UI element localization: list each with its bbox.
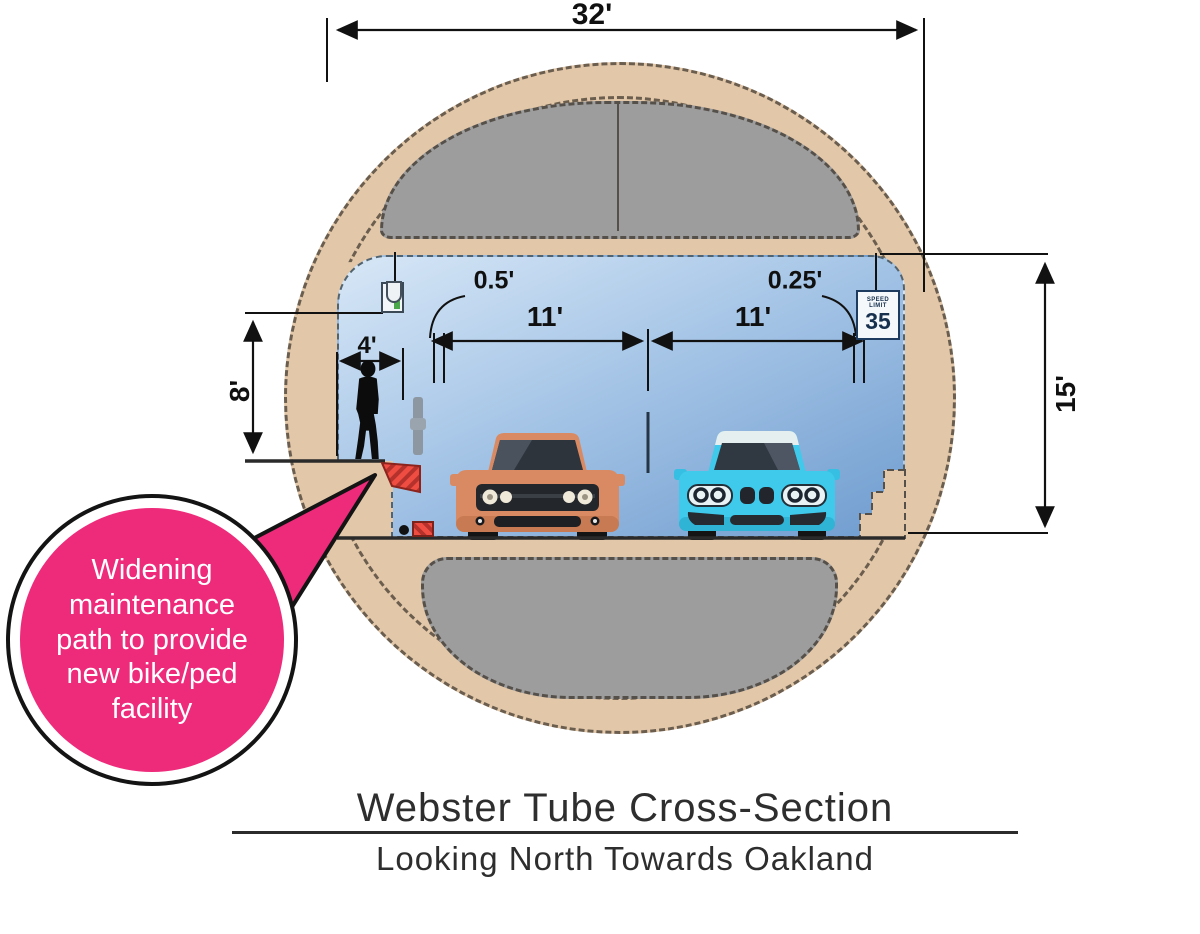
title-divider-line xyxy=(232,831,1018,834)
dim-label-walkway-width: 4' xyxy=(357,332,377,359)
pedestrian-icon xyxy=(355,360,379,460)
blue-car-icon xyxy=(674,431,840,540)
orange-car-icon xyxy=(450,433,625,540)
dim-label-overall-width: 32' xyxy=(571,0,613,31)
dim-label-left-edge-offset: 0.5' xyxy=(473,266,515,295)
speed-limit-value: 35 xyxy=(865,308,891,334)
speed-limit-sign: SPEED LIMIT 35 xyxy=(856,290,900,340)
ceiling-lamp-icon xyxy=(386,281,402,303)
callout-bubble xyxy=(20,508,284,772)
dim-label-right-edge-offset: 0.25' xyxy=(767,266,823,295)
callout-line-1: Widening xyxy=(91,554,213,586)
road-marker-dot xyxy=(399,525,409,535)
callout-line-5: facility xyxy=(111,693,193,726)
callout-line-4: new bike/ped xyxy=(66,658,238,691)
dim-label-tunnel-height: 15' xyxy=(1050,375,1081,413)
speed-limit-word-1: SPEED xyxy=(866,297,890,303)
callout-line-2: maintenance xyxy=(68,588,236,621)
callout-line-3: path to provide xyxy=(56,623,248,656)
diagram-subtitle: Looking North Towards Oakland xyxy=(376,840,874,877)
dim-label-walkway-height: 8' xyxy=(224,379,255,403)
wall-conduit-box xyxy=(410,418,426,430)
signal-green-light xyxy=(394,299,400,309)
diagram-title: Webster Tube Cross-Section xyxy=(356,786,894,830)
walkway-step-edge xyxy=(391,492,395,538)
dim-label-right-lane-width: 11' xyxy=(734,301,772,332)
under-deck-plenum xyxy=(421,557,838,699)
hazard-marking-square xyxy=(412,521,434,537)
red-curb-ramp xyxy=(380,461,421,494)
dim-label-left-lane-width: 11' xyxy=(526,301,564,332)
callout-text: Widening maintenance path to provide new… xyxy=(20,508,284,772)
speed-limit-word-2: LIMIT xyxy=(869,303,887,309)
